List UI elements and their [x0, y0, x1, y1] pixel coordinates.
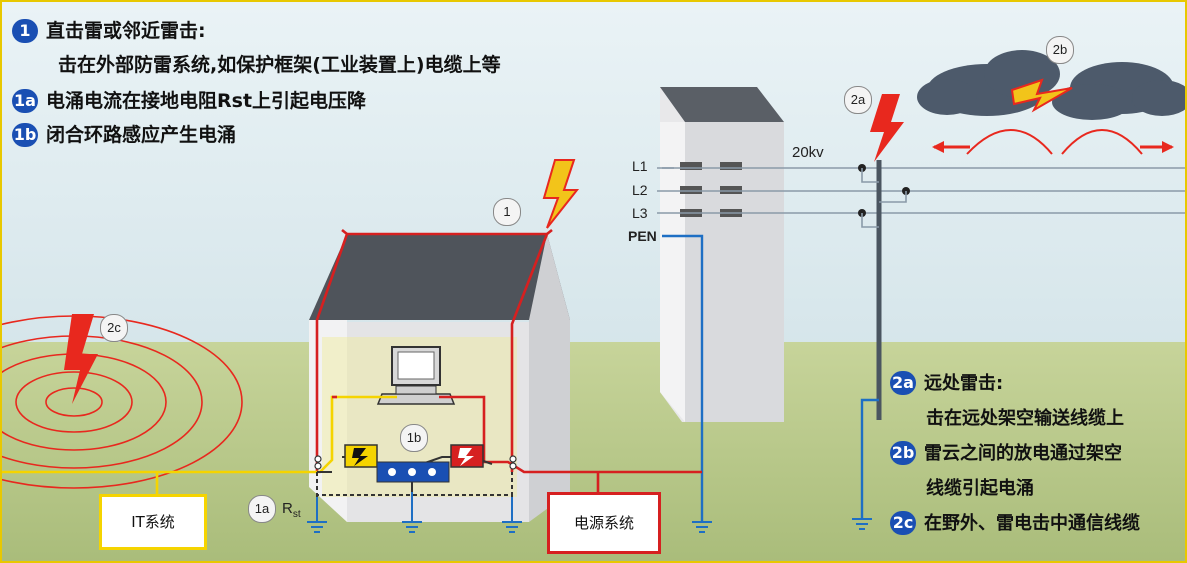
legend-2c: 2c 在野外、雷电击中通信线缆	[890, 509, 1140, 535]
label-rst-sub: st	[292, 509, 301, 520]
lightning-bolt-2c	[64, 314, 98, 404]
induction-arcs	[932, 129, 1174, 155]
badge-2a: 2a	[890, 371, 916, 395]
legend-2a: 2a 远处雷击:	[890, 369, 1003, 395]
legend-line-3-text: 电涌电流在接地电阻Rst上引起电压降	[46, 90, 367, 112]
label-l3: L3	[632, 205, 648, 221]
badge-1: 1	[12, 19, 38, 43]
legend-line-3: 1a 电涌电流在接地电阻Rst上引起电压降	[12, 86, 366, 113]
legend-2a-line2: 击在远处架空输送线缆上	[926, 408, 1124, 429]
label-pen: PEN	[628, 228, 657, 244]
utility-pole	[852, 160, 910, 530]
power-lines	[657, 167, 1185, 214]
marker-2a: 2a	[844, 86, 872, 114]
legend-2b-line2: 线缆引起电涌	[926, 478, 1034, 499]
lightning-bolt-2a	[870, 94, 904, 162]
ground-symbols	[307, 492, 522, 533]
power-system-box: 电源系统	[547, 492, 661, 554]
signal-wire-yellow	[2, 395, 397, 474]
tall-building	[660, 87, 784, 422]
legend-2a-text: 远处雷击:	[924, 373, 1004, 394]
badge-1b: 1b	[12, 123, 38, 147]
thunder-clouds	[917, 50, 1185, 120]
badge-2c: 2c	[890, 511, 916, 535]
marker-2b: 2b	[1046, 36, 1074, 64]
terminal-posts	[314, 455, 517, 470]
marker-1b: 1b	[400, 424, 428, 452]
legend-line-1: 1 直击雷或邻近雷击:	[12, 16, 206, 43]
label-rst-main: R	[282, 500, 293, 517]
protection-frame	[315, 228, 553, 472]
lightning-bolt-1	[542, 159, 580, 229]
label-l1: L1	[632, 158, 648, 174]
pen-ground	[692, 521, 712, 533]
legend-line-2: 击在外部防雷系统,如保护框架(工业装置上)电缆上等	[58, 54, 501, 76]
legend-2c-text: 在野外、雷电击中通信线缆	[924, 513, 1140, 534]
pen-line	[662, 234, 704, 522]
surge-protector-left	[344, 444, 378, 468]
marker-1a: 1a	[248, 495, 276, 523]
legend-line-1-text: 直击雷或邻近雷击:	[46, 20, 206, 42]
legend-2b-text: 雷云之间的放电通过架空	[924, 443, 1122, 464]
equipotential-bar	[376, 461, 450, 483]
legend-line-4: 1b 闭合环路感应产生电涌	[12, 120, 236, 147]
legend-2b: 2b 雷云之间的放电通过架空	[890, 439, 1122, 465]
marker-1: 1	[493, 198, 521, 226]
cloud-lightning	[1010, 78, 1073, 113]
surge-protector-right	[450, 444, 484, 468]
label-l2: L2	[632, 182, 648, 198]
badge-2b: 2b	[890, 441, 916, 465]
legend-line-4-text: 闭合环路感应产生电涌	[46, 124, 237, 146]
badge-1a: 1a	[12, 89, 38, 113]
marker-2c: 2c	[100, 314, 128, 342]
label-20kv: 20kv	[792, 144, 824, 161]
it-system-box: IT系统	[99, 494, 207, 550]
power-wire-red	[332, 395, 702, 492]
label-rst: Rst	[282, 500, 301, 520]
